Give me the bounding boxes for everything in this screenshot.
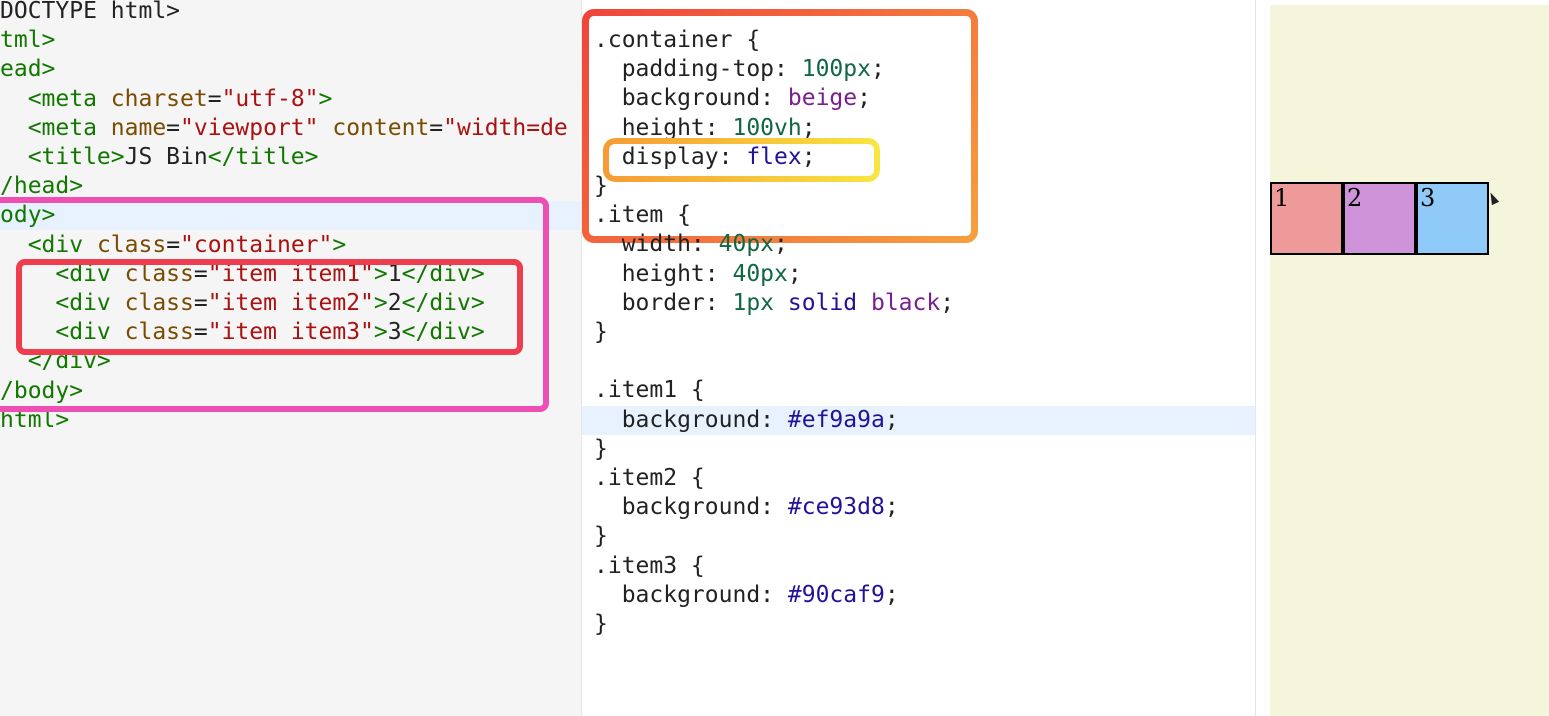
css-bg-code-line[interactable] <box>582 405 1255 435</box>
html-code-token: /body> <box>0 377 84 404</box>
html-code-line[interactable]: <div class="item item3">3</div> <box>0 318 581 347</box>
html-code-token: = <box>166 114 181 141</box>
css-bg-code-line[interactable] <box>582 289 1255 318</box>
html-code-token: JS Bin <box>124 144 208 170</box>
html-code-token: "utf-8" <box>221 85 319 112</box>
html-code-line[interactable]: DOCTYPE html> <box>0 0 581 26</box>
html-code-token: class <box>96 231 167 258</box>
html-code-token: > <box>318 85 333 112</box>
preview-item: 3 <box>1416 182 1489 255</box>
pane-divider[interactable] <box>581 0 582 716</box>
css-bg-code-line[interactable] <box>582 347 1255 376</box>
html-code-token: <div <box>0 231 97 258</box>
html-code-token: ead> <box>0 56 56 83</box>
html-code-token: > <box>373 260 388 287</box>
html-code-token: <div <box>0 319 125 346</box>
html-code-line[interactable]: </div> <box>0 347 581 376</box>
css-bg-code-line[interactable] <box>582 552 1255 581</box>
html-code-line[interactable]: <div class="item item1">1</div> <box>0 260 581 289</box>
html-code-token: "viewport" <box>180 114 319 141</box>
html-code-line[interactable]: ead> <box>0 55 581 84</box>
css-bg-code-line[interactable] <box>582 435 1255 464</box>
html-code-token: </div> <box>0 348 111 375</box>
html-code-token: ody> <box>0 202 56 229</box>
output-gutter <box>1256 0 1270 716</box>
html-code-token: "item item1" <box>207 260 374 287</box>
preview-item: 1 <box>1270 182 1343 255</box>
html-code-token: = <box>193 319 208 346</box>
html-code-line[interactable]: <title>JS Bin</title> <box>0 143 581 172</box>
html-code-token: = <box>166 231 181 258</box>
pane-divider[interactable] <box>1255 0 1256 716</box>
html-code-token: > <box>373 319 388 346</box>
html-code-token: </div> <box>401 319 485 346</box>
css-bg-code-line[interactable] <box>582 260 1255 289</box>
html-code-token: <div <box>0 290 125 316</box>
html-code-token: = <box>429 114 444 141</box>
html-code-token: </title> <box>207 144 319 170</box>
html-code-token: = <box>193 290 208 316</box>
html-code-token: class <box>124 260 194 287</box>
html-code-token: > <box>332 231 347 258</box>
html-code-token: = <box>193 260 208 287</box>
html-code-token: <meta <box>0 114 111 141</box>
html-code-token: 1 <box>387 260 402 287</box>
html-code-token: 3 <box>387 319 402 346</box>
html-code-token: <title> <box>0 144 125 170</box>
css-bg-code-line[interactable] <box>582 581 1255 610</box>
html-code-token: "item item2" <box>207 290 374 316</box>
html-code-line[interactable]: <meta charset="utf-8"> <box>0 85 581 114</box>
html-code-token: charset <box>110 85 208 112</box>
html-code-token: DOCTYPE html> <box>0 0 181 24</box>
html-code-line[interactable]: /body> <box>0 377 581 406</box>
display-flex-highlight <box>603 138 880 182</box>
html-code-token: = <box>207 85 222 112</box>
css-bg-code-line[interactable] <box>582 493 1255 522</box>
css-bg-code-line[interactable] <box>582 464 1255 493</box>
html-code-token: tml> <box>0 27 56 54</box>
html-editor-pane[interactable]: DOCTYPE html>tml>ead> <meta charset="utf… <box>0 0 581 716</box>
html-code-line[interactable]: ody> <box>0 201 581 231</box>
html-code-token: </div> <box>401 290 485 316</box>
html-code-line[interactable]: tml> <box>0 26 581 55</box>
css-bg-code-line[interactable] <box>582 522 1255 551</box>
html-code-line[interactable]: <meta name="viewport" content="width=de <box>0 114 581 143</box>
output-preview <box>1270 5 1549 716</box>
html-code-token: html> <box>0 406 70 433</box>
html-code-token: 2 <box>387 290 402 316</box>
html-code-token: > <box>373 290 388 316</box>
html-code-token: "item item3" <box>207 319 374 346</box>
html-code-line[interactable]: html> <box>0 406 581 435</box>
html-code-line[interactable]: /head> <box>0 172 581 201</box>
html-code-token: <meta <box>0 85 111 112</box>
css-bg-code-line[interactable] <box>582 376 1255 405</box>
html-code-line[interactable]: <div class="container"> <box>0 231 581 260</box>
html-code-token: name <box>110 114 167 141</box>
html-code-token: </div> <box>401 260 485 287</box>
html-code-line[interactable]: <div class="item item2">2</div> <box>0 289 581 318</box>
html-code-token: /head> <box>0 173 84 200</box>
preview-item: 2 <box>1343 182 1416 255</box>
html-code-token: <div <box>0 260 125 287</box>
flex-container-preview: 1 2 3 <box>1270 182 1489 255</box>
css-bg-code-line[interactable] <box>582 610 1255 639</box>
css-bg-code-line[interactable] <box>582 318 1255 347</box>
html-code-token: class <box>124 319 194 346</box>
html-code-token: content <box>318 114 430 141</box>
html-code-token: "width=de <box>443 114 568 141</box>
container-rule-highlight <box>582 9 978 243</box>
html-code-token: class <box>124 290 194 316</box>
html-code-token: "container" <box>180 231 333 258</box>
